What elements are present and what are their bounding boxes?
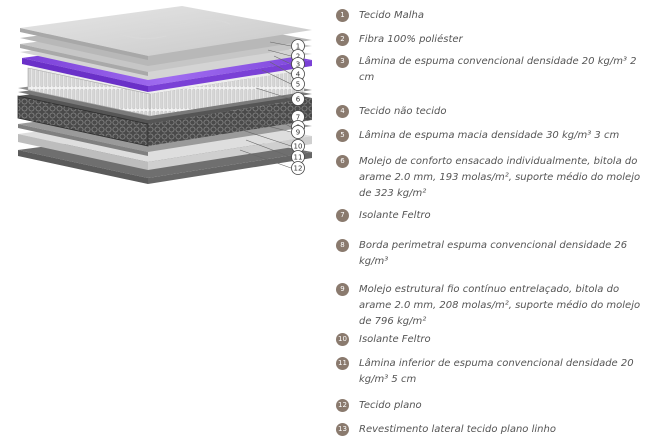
legend-text: Lâmina de espuma convencional densidade …	[359, 56, 637, 83]
legend-text: Isolante Feltro	[359, 334, 431, 345]
legend-number-badge: 9	[336, 283, 349, 296]
legend-text: Fibra 100% poliéster	[359, 34, 463, 45]
legend-number-badge: 4	[336, 105, 349, 118]
callout-number: 11	[294, 154, 303, 162]
legend-item-13: 13 Revestimento lateral tecido plano linh…	[336, 422, 642, 438]
legend-item-11: 11 Lâmina inferior de espuma convencional…	[336, 356, 642, 388]
legend-number-badge: 5	[336, 129, 349, 142]
legend-text: Lâmina de espuma macia densidade 30 kg/m…	[359, 130, 620, 141]
legend-text: Tecido não tecido	[359, 106, 447, 117]
legend-text: Lâmina inferior de espuma convencional d…	[359, 358, 634, 385]
legend-text: Molejo estrutural fio contínuo entrelaça…	[359, 284, 641, 327]
legend-number-badge: 13	[336, 423, 349, 436]
callout-number: 9	[296, 129, 300, 137]
callout-leader-line	[245, 139, 292, 158]
callout-number: 1	[296, 43, 300, 51]
callout-number: 7	[296, 114, 300, 122]
legend-item-2: 2 Fibra 100% poliéster	[336, 32, 642, 48]
legend-item-5: 5 Lâmina de espuma macia densidade 30 kg/…	[336, 128, 642, 144]
callout-leader-line	[269, 61, 292, 75]
legend-text: Tecido Malha	[359, 10, 424, 21]
legend-item-7: 7 Isolante Feltro	[336, 208, 642, 224]
callout-number: 5	[296, 81, 300, 89]
legend-number-badge: 6	[336, 155, 349, 168]
legend-text: Revestimento lateral tecido plano linho	[359, 424, 556, 435]
legend-text: Molejo de conforto ensacado individualme…	[359, 156, 641, 199]
callout-number: 2	[296, 53, 300, 61]
legend-number-badge: 10	[336, 333, 349, 346]
callout-number: 10	[294, 143, 303, 151]
callout-leader-line	[269, 41, 292, 47]
legend-number-badge: 8	[336, 239, 349, 252]
callout-number: 3	[296, 61, 300, 69]
callout-circle	[291, 161, 305, 175]
callout-leader-line	[243, 119, 292, 133]
legend-text: Isolante Feltro	[359, 210, 431, 221]
legend-item-9: 9 Molejo estrutural fio contínuo entrelaç…	[336, 282, 642, 330]
callout-number: 6	[296, 96, 301, 104]
legend-number-badge: 7	[336, 209, 349, 222]
callout-circle	[291, 125, 305, 139]
legend-item-8: 8 Borda perimetral espuma convencional de…	[336, 238, 642, 270]
legend-text: Borda perimetral espuma convencional den…	[359, 240, 628, 267]
callout-group: 123456789101112	[229, 39, 305, 175]
callout-leader-line	[261, 69, 292, 85]
legend-item-4: 4 Tecido não tecido	[336, 104, 642, 120]
callout-circle	[291, 92, 305, 106]
callout-leader-line	[273, 55, 292, 65]
legend-number-badge: 2	[336, 33, 349, 46]
layer-knit-fabric	[20, 6, 312, 60]
legend-number-badge: 11	[336, 357, 349, 370]
callout-leader-line	[261, 107, 292, 118]
legend-text: Tecido plano	[359, 400, 422, 411]
callout-leader-line	[239, 149, 292, 169]
callout-number: 4	[296, 71, 301, 79]
legend-item-3: 3 Lâmina de espuma convencional densidade…	[336, 54, 642, 86]
callout-leader-line	[267, 49, 292, 57]
legend-number-badge: 3	[336, 55, 349, 68]
callout-circle	[291, 77, 305, 91]
callout-leader-line	[229, 125, 292, 147]
mattress-layers-diagram: 123456789101112	[17, 6, 312, 184]
legend-item-12: 12 Tecido plano	[336, 398, 642, 414]
callout-leader-line	[255, 87, 292, 100]
legend-number-badge: 12	[336, 399, 349, 412]
legend-item-10: 10 Isolante Feltro	[336, 332, 642, 348]
legend-number-badge: 1	[336, 9, 349, 22]
legend-item-1: 1 Tecido Malha	[336, 8, 642, 24]
callout-number: 12	[294, 165, 303, 173]
callout-leader-line	[261, 111, 292, 128]
legend-item-6: 6 Molejo de conforto ensacado individualm…	[336, 154, 642, 202]
